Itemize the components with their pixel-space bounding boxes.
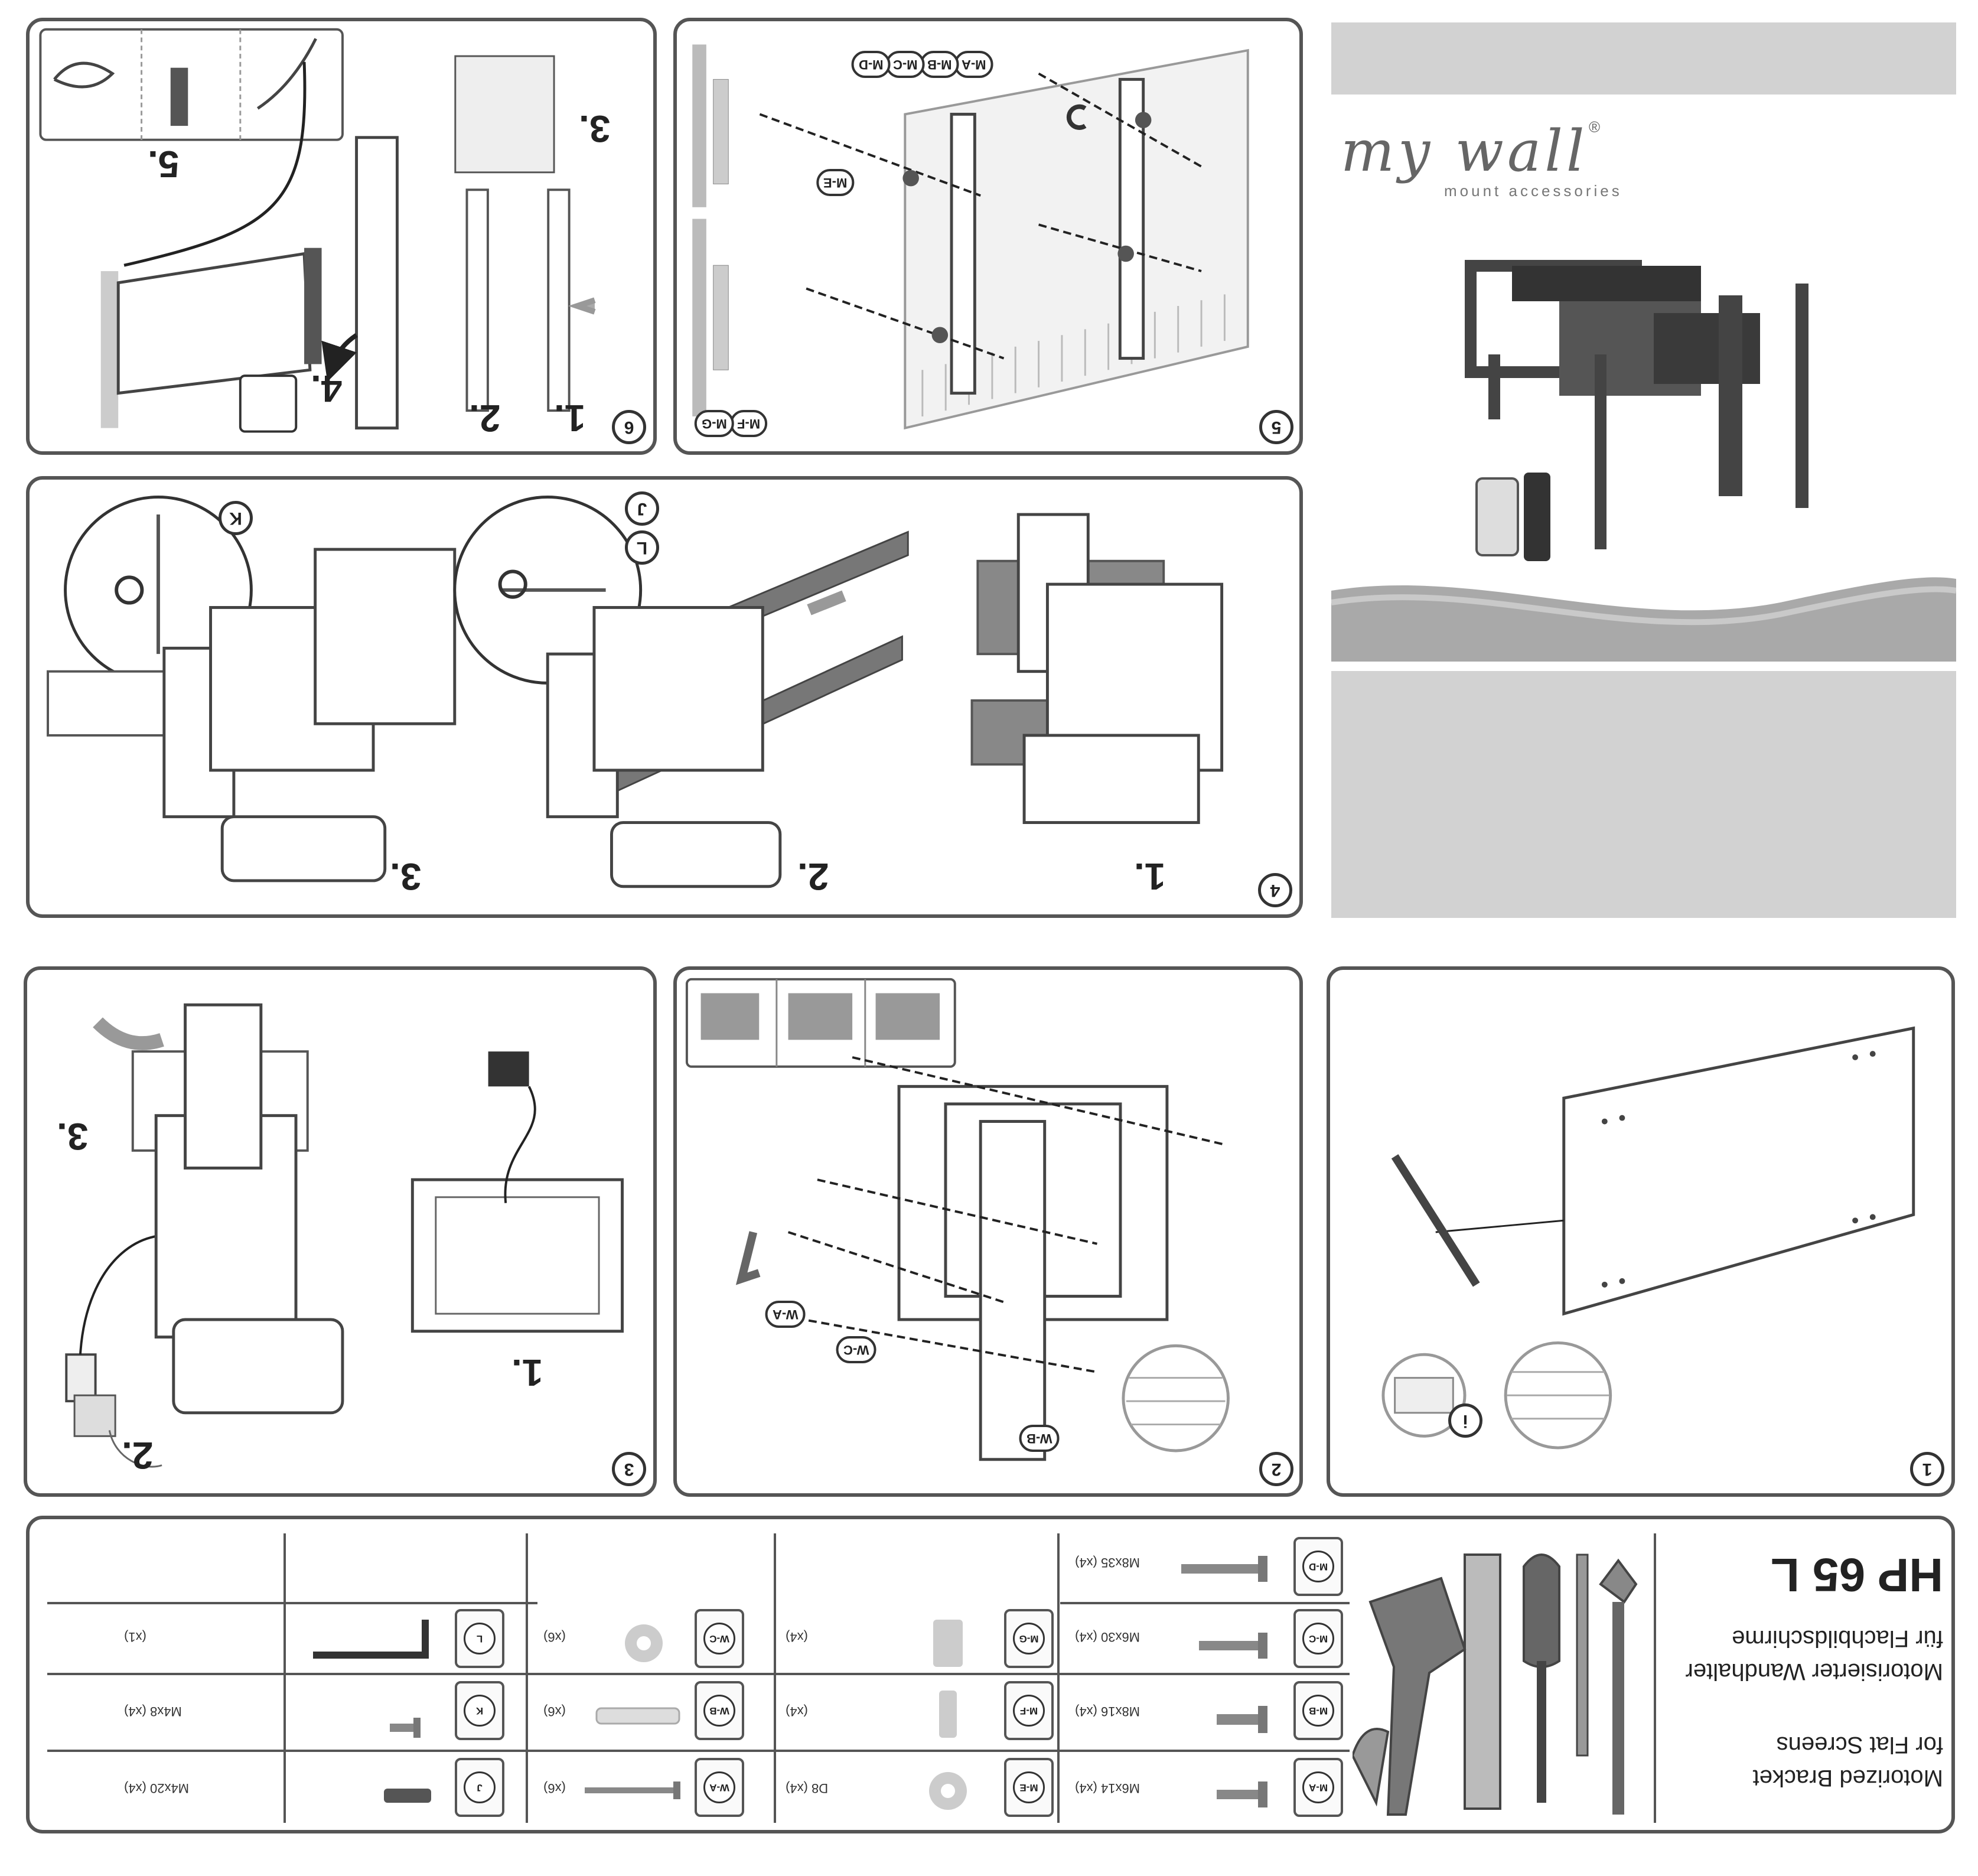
cover-bottom-band <box>1331 671 1956 918</box>
tag-m-f: M-F <box>730 410 768 437</box>
grid-row-1 <box>1060 1602 1350 1604</box>
spec-m-a: M6x14 (x4) <box>1075 1781 1140 1796</box>
spec-w-b: (x6) <box>543 1704 566 1719</box>
tag-m-c: M-C <box>886 51 925 78</box>
panel-6-number: 6 <box>612 410 646 444</box>
cover-top-band <box>1331 22 1956 95</box>
bag-m-e: M-E <box>1004 1758 1054 1817</box>
panel-5-number: 5 <box>1259 410 1293 444</box>
panel-6-step-1: 1. <box>554 397 586 439</box>
panel-6-step-4: 4. <box>311 367 343 410</box>
grid-col-3 <box>526 1533 528 1823</box>
spec-k: M4x8 (x4) <box>124 1704 182 1719</box>
spec-m-d: M8x35 (x4) <box>1075 1555 1140 1570</box>
panel-6-step-2: 2. <box>469 397 501 439</box>
product-title-en-1: Motorized Bracket <box>1752 1765 1943 1791</box>
tag-w-a: W-A <box>765 1301 806 1328</box>
grid-row-1b <box>47 1602 537 1604</box>
product-photo <box>1465 260 1808 561</box>
spec-j: M4x20 (x4) <box>124 1781 190 1796</box>
tag-j: J <box>625 491 659 526</box>
product-title-en-2: for Flat Screens <box>1776 1732 1943 1758</box>
product-title-de-1: Motorisierter Wandhalter <box>1685 1659 1943 1685</box>
spec-w-a: (x6) <box>543 1781 566 1796</box>
brand-registered: ® <box>1589 118 1601 136</box>
panel-step-3: 3 1. 2. 3. <box>24 966 657 1497</box>
product-model: HP 65 L <box>1771 1549 1943 1601</box>
grid-row-3a <box>47 1750 1350 1752</box>
bag-k: K <box>455 1681 504 1740</box>
parts-list-panel: Motorized Bracket for Flat Screens Motor… <box>26 1516 1955 1833</box>
product-title-de-2: für Flachbildschirme <box>1732 1626 1943 1652</box>
spec-l: (x1) <box>124 1630 146 1644</box>
panel-4-step-3: 3. <box>390 855 422 898</box>
panel-3-step-1: 1. <box>511 1351 543 1394</box>
bag-l: L <box>455 1609 504 1668</box>
tag-w-c: W-C <box>836 1336 876 1363</box>
brand-logo: my wall ® mount accessories <box>1341 118 1671 213</box>
title-block: Motorized Bracket for Flat Screens Motor… <box>1671 1543 1943 1815</box>
panel-4-number: 4 <box>1258 873 1292 907</box>
spec-m-b: M8x16 (x4) <box>1075 1704 1140 1719</box>
spec-w-c: (x6) <box>543 1630 566 1644</box>
title-divider <box>1654 1533 1656 1823</box>
bag-w-b: W-B <box>695 1681 744 1740</box>
panel-6-step-5: 5. <box>148 143 180 185</box>
spec-m-f: (x4) <box>786 1704 808 1719</box>
bag-w-a: W-A <box>695 1758 744 1817</box>
brand-tagline: mount accessories <box>1444 182 1622 200</box>
tag-k: K <box>219 501 253 535</box>
panel-1-number: 1 <box>1910 1452 1944 1486</box>
hardware-images-jkl <box>313 1620 431 1803</box>
panel-step-2: 2 W-A W-C W-B <box>673 966 1303 1497</box>
panel-3-step-2: 2. <box>122 1434 154 1477</box>
tag-m-d: M-D <box>852 51 891 78</box>
tools-illustration <box>1353 1553 1638 1816</box>
spacer-images-m <box>929 1620 967 1810</box>
grid-col-4 <box>283 1533 286 1823</box>
spec-m-e: D8 (x4) <box>786 1781 829 1796</box>
info-icon: i <box>1448 1403 1482 1438</box>
grid-col-2 <box>774 1533 776 1823</box>
panel-step-5: 5 M-A M-B M-C M-D M-E M-F M-G <box>673 18 1303 455</box>
panel-4-step-2: 2. <box>797 855 829 898</box>
panel-3-step-3: 3. <box>57 1115 89 1158</box>
panel-3-number: 3 <box>612 1452 646 1486</box>
tag-w-b: W-B <box>1019 1425 1060 1452</box>
tag-l: L <box>625 530 659 565</box>
bag-m-d: M-D <box>1293 1537 1343 1596</box>
tag-m-e: M-E <box>816 169 855 196</box>
bag-m-f: M-F <box>1004 1681 1054 1740</box>
spec-m-c: M6x30 (x4) <box>1075 1630 1140 1644</box>
cover-wave <box>1331 577 1956 662</box>
panel-4-step-1: 1. <box>1134 855 1166 898</box>
bag-m-c: M-C <box>1293 1609 1343 1668</box>
anchor-images-w <box>585 1624 680 1799</box>
panel-step-1: 1 i <box>1327 966 1955 1497</box>
panel-2-number: 2 <box>1259 1452 1293 1486</box>
brand-name: my wall <box>1341 118 1588 184</box>
bag-m-g: M-G <box>1004 1609 1054 1668</box>
grid-row-2a <box>47 1673 1350 1675</box>
bag-m-b: M-B <box>1293 1681 1343 1740</box>
panel-6-step-3: 3. <box>579 108 611 150</box>
bag-w-c: W-C <box>695 1609 744 1668</box>
bag-m-a: M-A <box>1293 1758 1343 1817</box>
tag-m-g: M-G <box>695 410 734 437</box>
tag-m-b: M-B <box>920 51 959 78</box>
panel-step-4: 4 1. 2. 3. J L K <box>26 476 1303 918</box>
grid-col-1 <box>1057 1533 1060 1823</box>
bolt-images-m <box>1181 1556 1267 1807</box>
spec-m-g: (x4) <box>786 1630 808 1644</box>
panel-step-6: 6 1. 2. 3. 4. 5. <box>26 18 657 455</box>
tag-m-a: M-A <box>954 51 993 78</box>
bag-j: J <box>455 1758 504 1817</box>
